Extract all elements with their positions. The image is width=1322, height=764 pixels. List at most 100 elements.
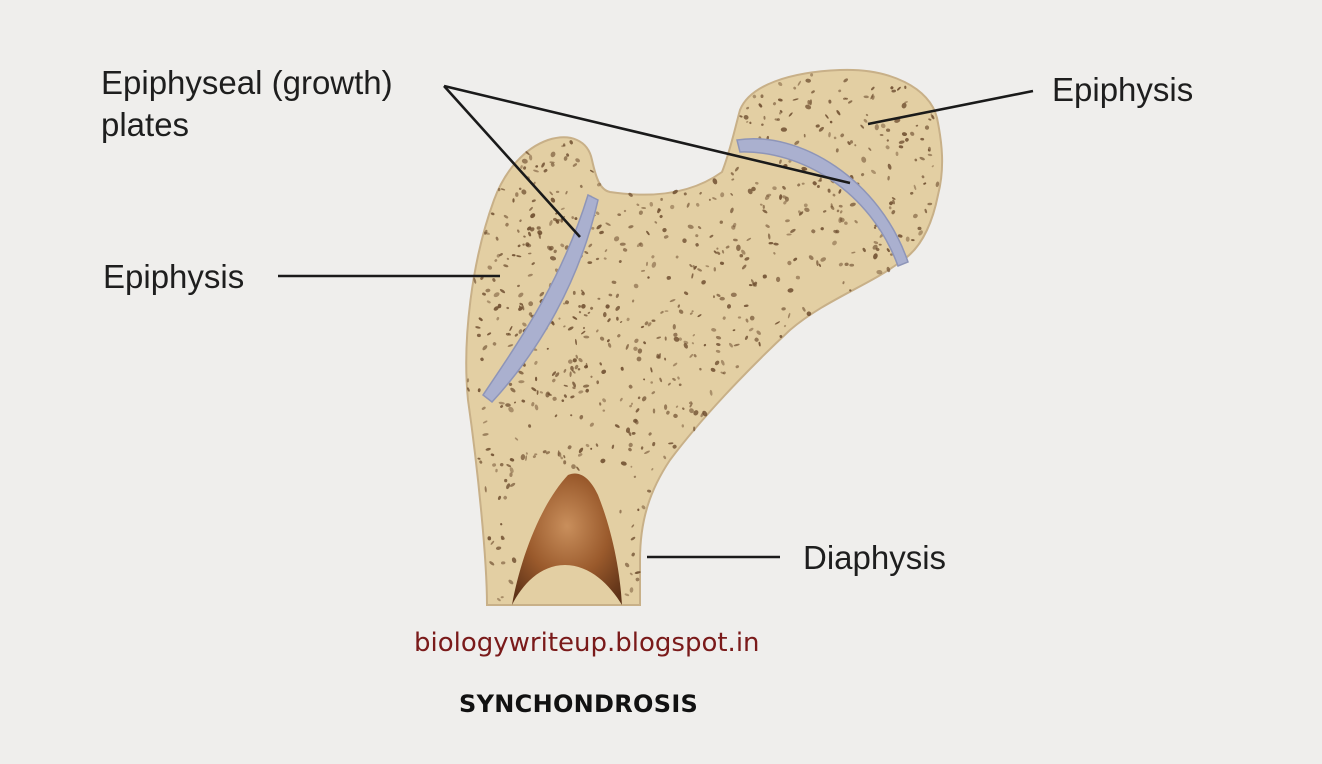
spongy-pore: [530, 213, 536, 219]
spongy-pore: [651, 468, 654, 471]
spongy-pore: [622, 248, 628, 252]
spongy-pore: [874, 124, 879, 131]
spongy-pore: [490, 540, 495, 545]
spongy-pore: [880, 123, 886, 129]
spongy-pore: [871, 95, 875, 100]
spongy-pore: [519, 219, 522, 223]
spongy-pore: [693, 354, 697, 358]
spongy-pore: [825, 114, 829, 119]
spongy-pore: [844, 221, 848, 225]
spongy-pore: [691, 273, 694, 279]
spongy-pore: [849, 140, 854, 144]
spongy-pore: [528, 231, 532, 237]
spongy-pore: [572, 290, 576, 295]
spongy-pore: [935, 181, 940, 188]
spongy-pore: [531, 199, 536, 203]
spongy-pore: [860, 124, 865, 129]
spongy-pore: [830, 203, 833, 208]
growth-plate-left: [481, 193, 599, 404]
spongy-pore: [673, 413, 678, 419]
spongy-pore: [578, 310, 582, 314]
spongy-pore: [574, 217, 578, 221]
spongy-pore: [477, 457, 481, 460]
spongy-pore: [739, 115, 743, 118]
spongy-pore: [871, 169, 876, 175]
spongy-pore: [849, 263, 855, 267]
spongy-pore: [833, 136, 837, 140]
spongy-pore: [815, 124, 820, 128]
spongy-pore: [849, 202, 856, 207]
spongy-pore: [716, 247, 719, 250]
spongy-pore: [535, 165, 539, 168]
spongy-pore: [741, 249, 746, 255]
spongy-pore: [729, 342, 733, 348]
spongy-pore: [634, 338, 639, 343]
spongy-pore: [746, 120, 749, 123]
spongy-pore: [650, 367, 653, 373]
label-growth-plates-line1: Epiphyseal (growth): [101, 64, 393, 101]
spongy-pore: [861, 156, 867, 163]
spongy-pore: [629, 587, 634, 593]
spongy-pore: [861, 173, 865, 177]
spongy-pore: [923, 182, 927, 185]
spongy-pore: [743, 114, 749, 120]
spongy-pore: [478, 317, 483, 322]
spongy-pore: [692, 334, 695, 337]
spongy-pore: [931, 165, 934, 168]
spongy-pore: [526, 226, 532, 231]
spongy-pore: [537, 230, 543, 236]
spongy-pore: [783, 324, 787, 328]
spongy-pore: [479, 460, 483, 464]
spongy-pore: [527, 273, 533, 277]
spongy-pore: [862, 247, 866, 253]
spongy-pore: [634, 419, 639, 425]
spongy-pore: [506, 483, 511, 490]
spongy-pore: [779, 109, 783, 113]
spongy-pore: [898, 140, 905, 144]
spongy-pore: [628, 442, 633, 448]
spongy-pore: [589, 169, 594, 173]
spongy-pore: [787, 312, 791, 319]
spongy-pore: [711, 328, 717, 332]
spongy-pore: [500, 188, 506, 191]
spongy-pore: [534, 453, 538, 456]
spongy-pore: [788, 112, 793, 117]
spongy-pore: [534, 360, 538, 365]
spongy-pore: [635, 577, 640, 582]
spongy-pore: [726, 304, 732, 309]
spongy-pore: [649, 202, 654, 207]
spongy-pore: [562, 143, 566, 147]
spongy-pore: [793, 86, 797, 90]
label-epiphysis-left: Epiphysis: [103, 258, 245, 295]
spongy-pore: [792, 98, 799, 101]
spongy-pore: [493, 292, 500, 298]
spongy-pore: [561, 399, 565, 403]
spongy-pore: [578, 390, 584, 394]
spongy-pore: [643, 341, 647, 345]
spongy-pore: [808, 255, 814, 260]
spongy-pore: [497, 597, 501, 602]
spongy-pore: [901, 132, 908, 137]
spongy-pore: [891, 197, 896, 200]
spongy-pore: [567, 445, 572, 450]
spongy-pore: [638, 210, 643, 215]
spongy-pore: [545, 451, 551, 455]
spongy-pore: [575, 158, 580, 163]
spongy-pore: [494, 259, 498, 262]
spongy-pore: [828, 132, 831, 138]
spongy-pore: [684, 291, 689, 295]
spongy-pore: [549, 161, 555, 164]
spongy-pore: [511, 557, 517, 564]
spongy-pore: [485, 288, 491, 293]
spongy-pore: [913, 184, 917, 191]
spongy-pore: [484, 486, 487, 493]
spongy-pore: [887, 175, 890, 181]
spongy-pore: [505, 222, 509, 227]
spongy-pore: [541, 162, 545, 168]
spongy-pore: [615, 293, 619, 298]
spongy-pore: [523, 166, 527, 170]
spongy-pore: [645, 261, 649, 267]
spongy-pore: [756, 330, 761, 335]
label-growth-plates-line2: plates: [101, 106, 190, 143]
spongy-pore: [482, 420, 488, 424]
